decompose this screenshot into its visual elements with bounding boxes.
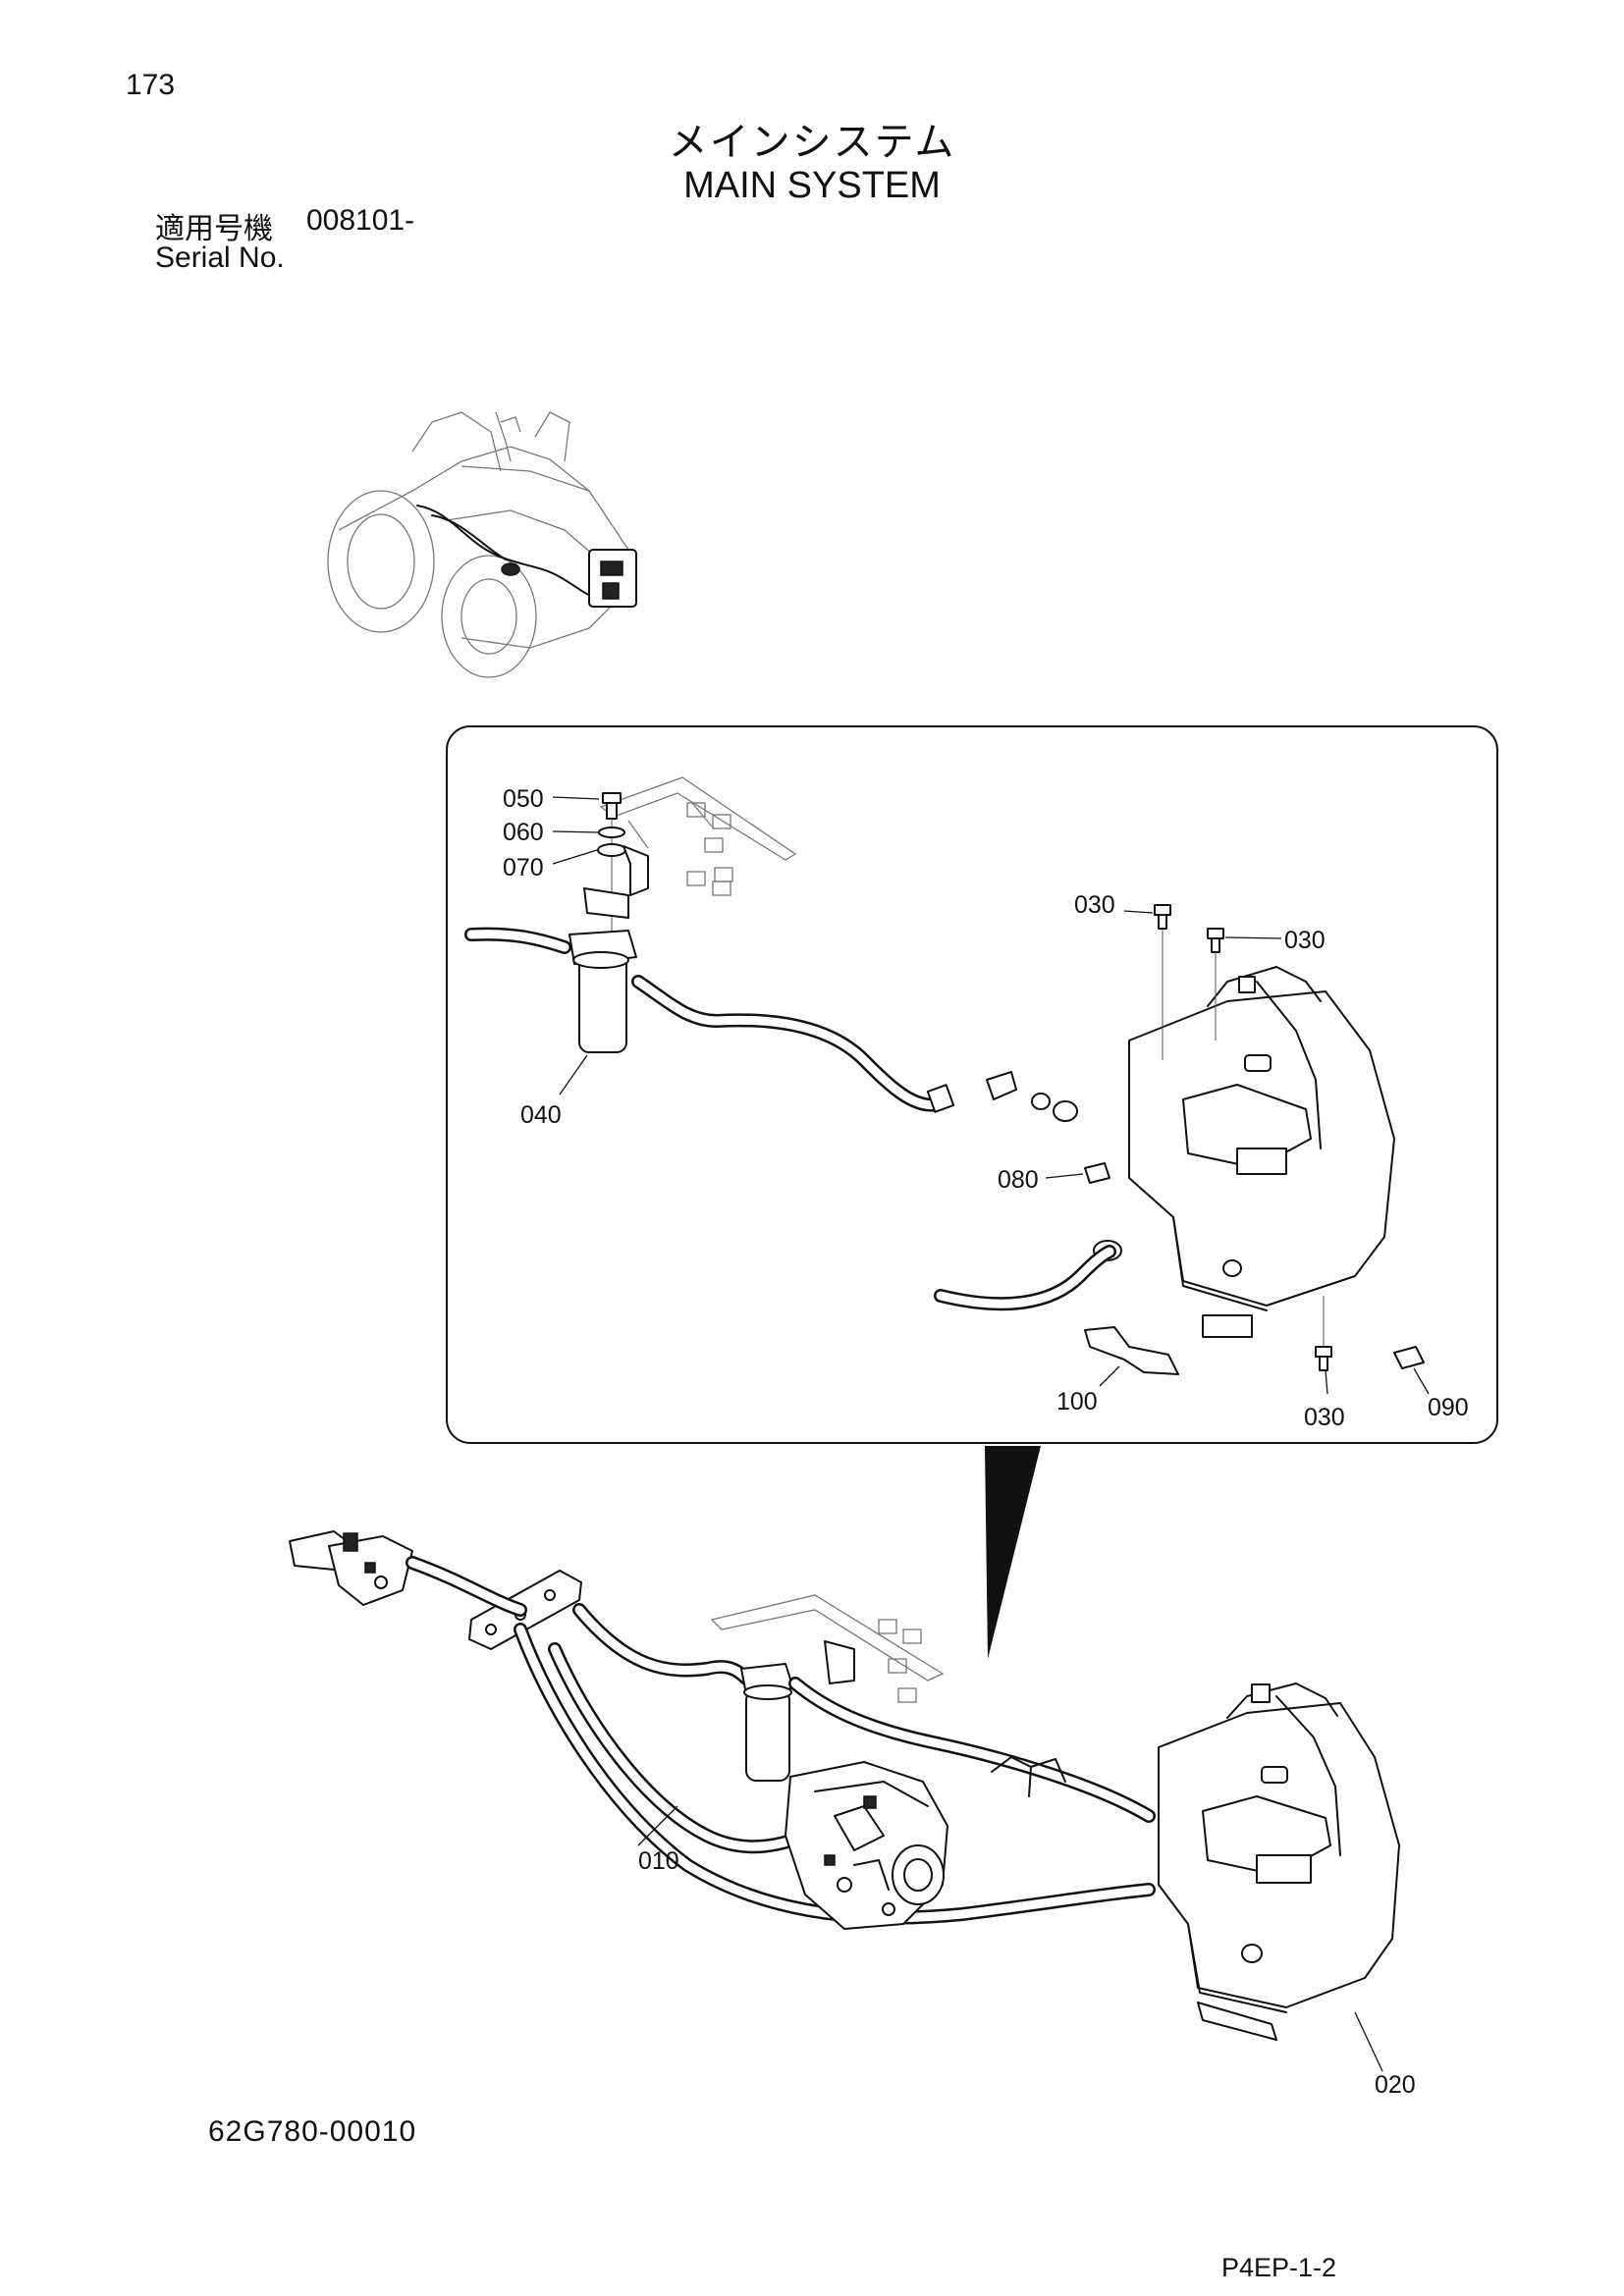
serial-label-jp: 適用号機 — [155, 212, 273, 246]
filter-bracket — [623, 845, 649, 896]
page-number: 173 — [126, 69, 176, 101]
plate-100 — [1084, 1326, 1179, 1375]
drawing-number: 62G780-00010 — [208, 2115, 417, 2148]
washer-070 — [597, 843, 626, 857]
part-label-030-b: 030 — [1284, 927, 1326, 954]
part-label-100: 100 — [1056, 1388, 1098, 1415]
tractor-overview-illustration — [327, 411, 637, 678]
page-code: P4EP-1-2 — [1221, 2253, 1337, 2282]
filter-main — [740, 1663, 794, 1782]
hydraulic-tank-detail — [1128, 966, 1395, 1338]
part-label-060: 060 — [503, 819, 544, 846]
serial-value: 008101- — [306, 204, 415, 237]
page-title-jp: メインシステム — [668, 120, 956, 165]
callout-pointer — [985, 1446, 1041, 1659]
detail-callout-frame — [446, 725, 1498, 1444]
filter-040 — [568, 930, 637, 1053]
hydraulic-tank-020 — [1158, 1682, 1400, 2041]
part-label-050: 050 — [503, 785, 544, 813]
part-label-010: 010 — [638, 1847, 679, 1875]
hydraulic-pump — [785, 1756, 1066, 1930]
bolt-050 — [602, 792, 622, 942]
control-valve-left — [289, 1530, 413, 1606]
elbow-fitting — [986, 1071, 1017, 1100]
pad-090 — [1393, 1346, 1425, 1369]
bolt-030-c — [1315, 1296, 1332, 1371]
bolt-030-a — [1154, 904, 1171, 1060]
part-label-030-a: 030 — [1074, 891, 1115, 919]
part-label-070: 070 — [503, 854, 544, 881]
bolt-030-b — [1207, 928, 1224, 1041]
part-label-030-c: 030 — [1304, 1404, 1345, 1431]
pad-080 — [1084, 1162, 1110, 1184]
part-label-040: 040 — [520, 1101, 562, 1129]
serial-label-en: Serial No. — [155, 241, 285, 274]
page-title-en: MAIN SYSTEM — [683, 165, 941, 206]
washer-060 — [598, 827, 625, 838]
part-label-080: 080 — [998, 1166, 1039, 1194]
part-label-020: 020 — [1375, 2071, 1416, 2099]
main-mount-bracket — [710, 1594, 945, 1703]
part-label-090: 090 — [1428, 1394, 1469, 1421]
